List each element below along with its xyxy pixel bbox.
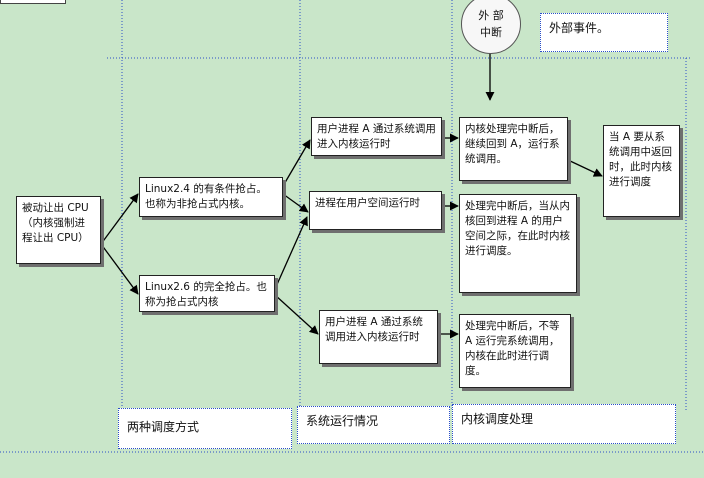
arrow-kerneldone-to-onreturn [567,159,603,177]
column-label-scheduling: 两种调度方式 [118,408,292,449]
external-event-text: 外部事件。 [549,21,610,35]
on-return-schedule-box: 当 A 要从系统调用中返回时，此时内核进行调度 [603,125,680,217]
external-interrupt-text-1: 外 部 [478,9,504,22]
kernel-done-text: 内核处理完中断后，继续回到 A，运行系统调用。 [465,123,560,165]
passive-preempt-box: 被动让出 CPU（内核强制进程让出 CPU） [16,196,101,264]
arrow-linux24-to-userspace [282,193,309,213]
arrow-linux24-to-syscall [282,139,311,187]
linux24-text: Linux2.4 的有条件抢占。也称为非抢占式内核。 [145,183,267,210]
linux26-text: Linux2.6 的完全抢占。也称为抢占式内核 [145,281,267,308]
external-event-label: 外部事件。 [540,13,668,52]
column-label-scheduling-text: 两种调度方式 [127,420,200,434]
syscall-entry-box: 用户进程 A 通过系统调用进入内核运行时 [311,117,442,156]
column-label-kernel-text: 内核调度处理 [461,412,534,426]
arrow-linux26-to-userspace [274,216,308,290]
syscall-entry-text-2: 用户进程 A 通过系统调用进入内核运行时 [325,316,423,343]
column-label-system: 系统运行情况 [297,406,450,444]
linux26-box: Linux2.6 的完全抢占。也称为抢占式内核 [139,275,275,312]
userspace-box: 进程在用户空间运行时 [309,191,442,230]
column-label-kernel: 内核调度处理 [452,404,676,444]
no-wait-schedule-text: 处理完中断后，不等 A 运行完系统调用，内核在此时进行调度。 [465,320,560,377]
linux24-box: Linux2.4 的有条件抢占。也称为非抢占式内核。 [139,177,283,217]
column-label-system-text: 系统运行情况 [306,414,379,428]
passive-preempt-text: 被动让出 CPU（内核强制进程让出 CPU） [22,202,89,244]
return-schedule-text: 处理完中断后，当从内核回到进程 A 的用户空间之际，在此时内核进行调度。 [465,200,570,257]
syscall-entry-box-2: 用户进程 A 通过系统调用进入内核运行时 [319,310,438,364]
userspace-text: 进程在用户空间运行时 [315,197,420,209]
no-wait-schedule-box: 处理完中断后，不等 A 运行完系统调用，内核在此时进行调度。 [459,314,571,388]
syscall-entry-text: 用户进程 A 通过系统调用进入内核运行时 [317,123,436,150]
arrow-linux26-to-syscall2 [274,294,319,335]
arrow-to-linux24 [100,193,139,245]
arrow-to-linux26 [100,243,139,295]
kernel-done-box: 内核处理完中断后，继续回到 A，运行系统调用。 [459,117,568,181]
return-schedule-box: 处理完中断后，当从内核回到进程 A 的用户空间之际，在此时内核进行调度。 [459,194,577,293]
on-return-schedule-text: 当 A 要从系统调用中返回时，此时内核进行调度 [609,131,672,188]
external-interrupt-text-2: 中断 [480,26,502,39]
window-fragment [0,0,66,4]
external-interrupt-node: 外 部 中断 [461,0,521,54]
